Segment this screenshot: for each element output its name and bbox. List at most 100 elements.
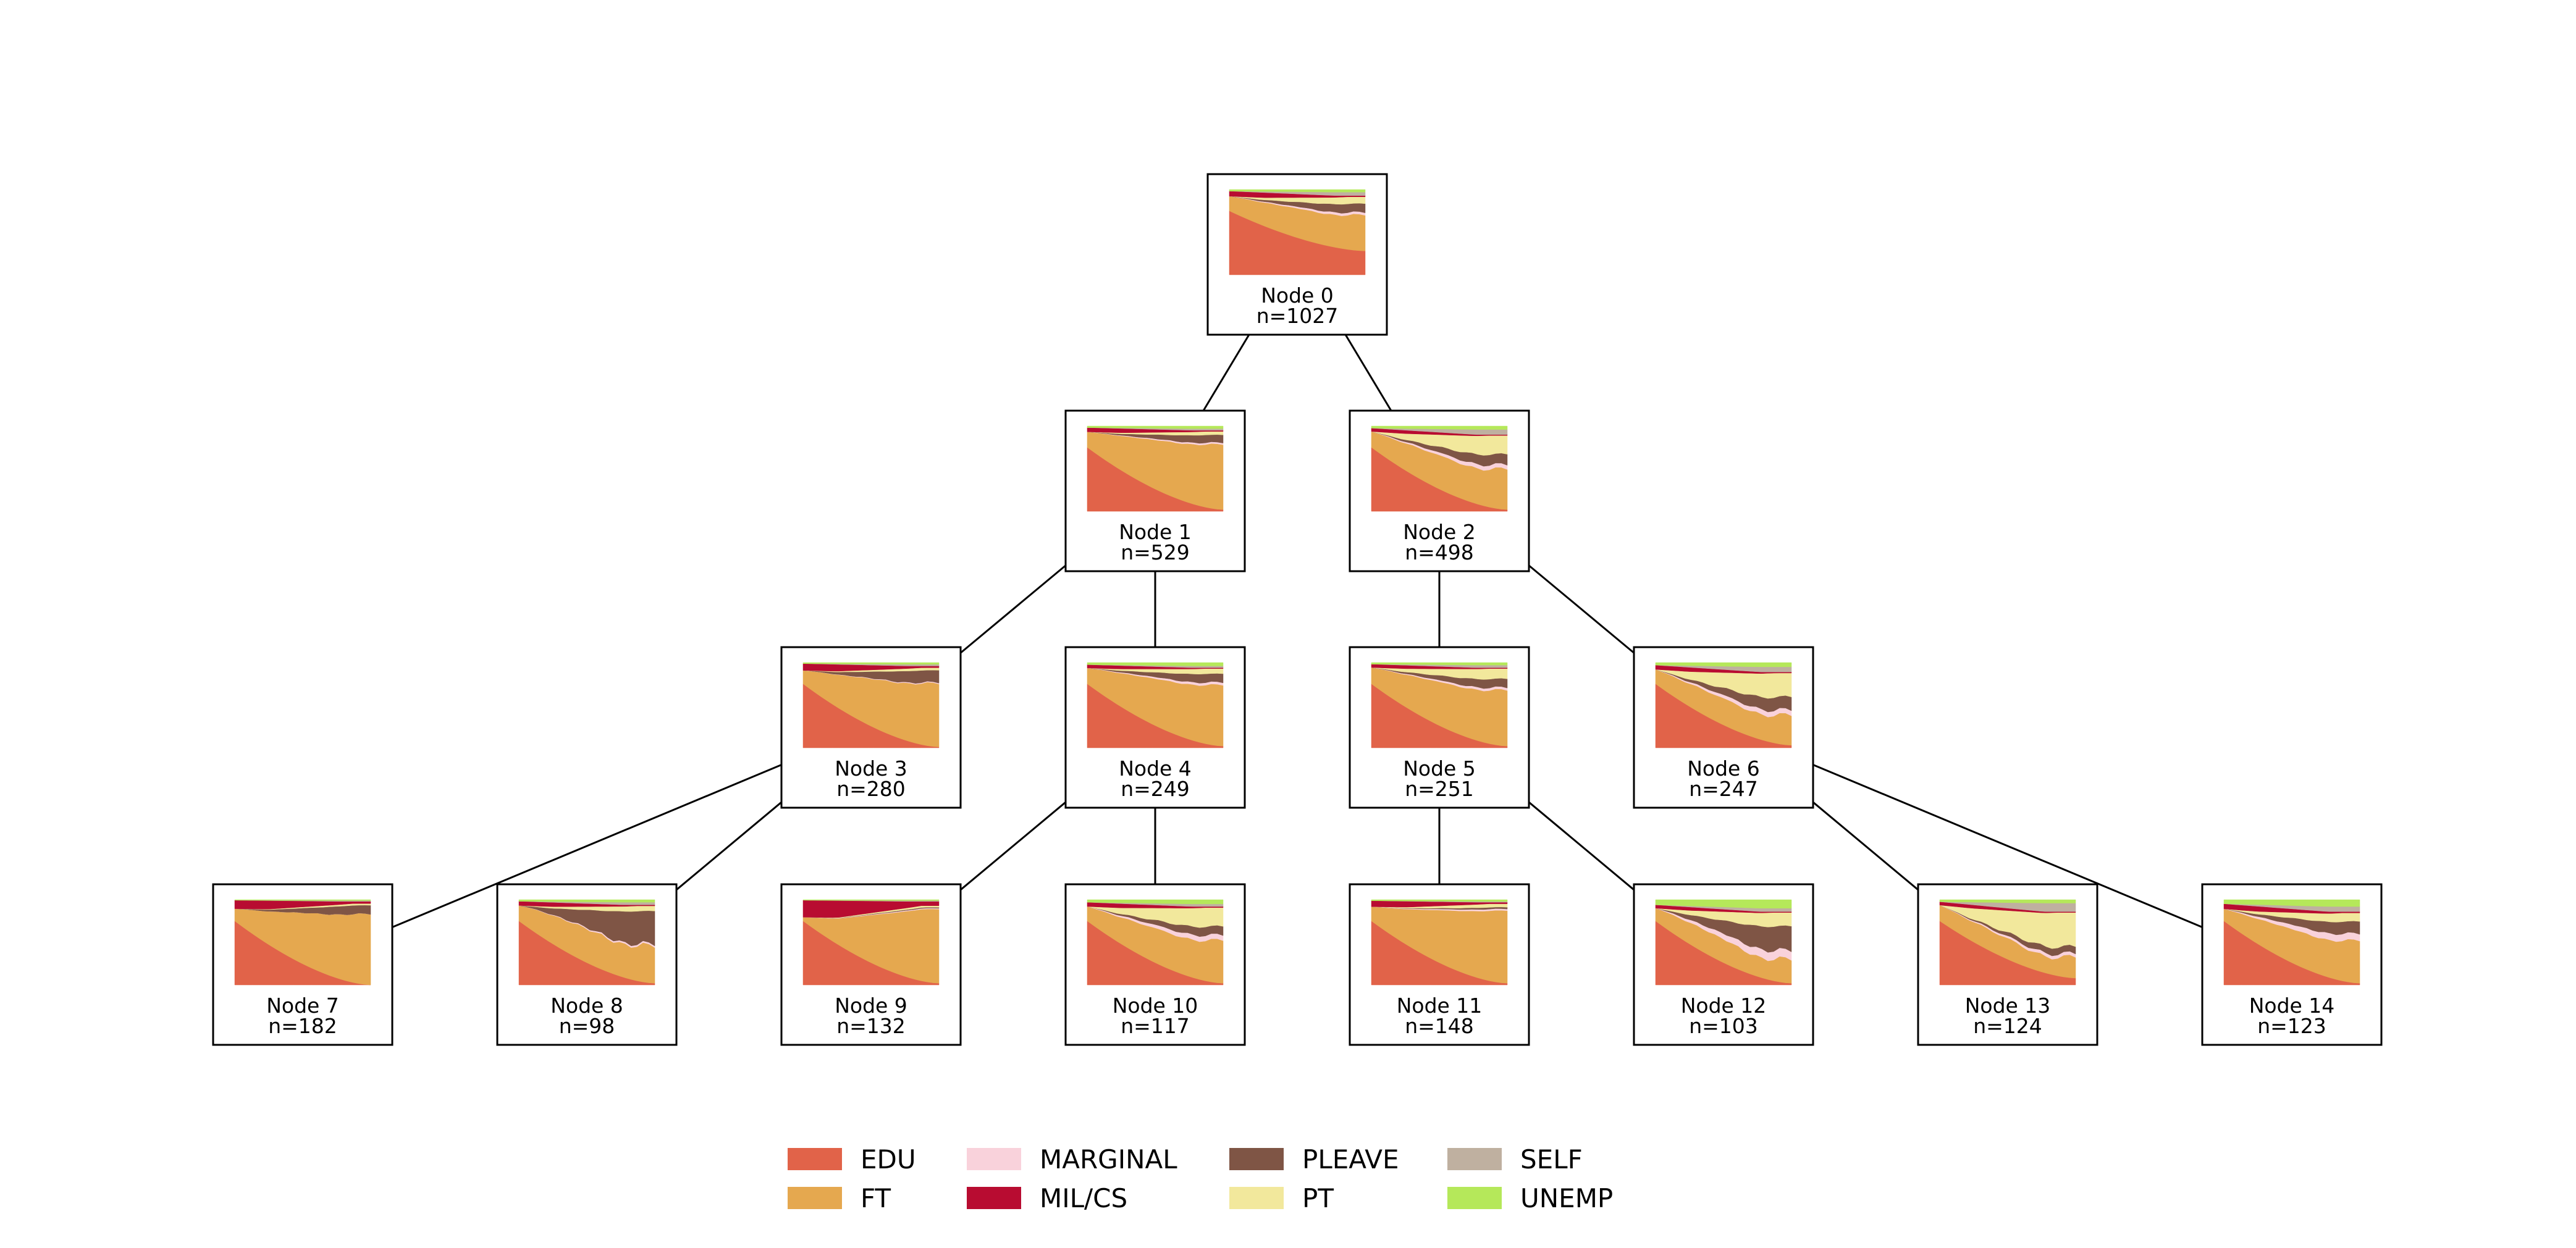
sequence-distribution-plot [518, 899, 655, 986]
node-title: Node 6 [1687, 756, 1760, 781]
sequence-distribution-plot [1087, 899, 1224, 986]
area-unemp [2223, 899, 2360, 907]
node-count: n=280 [836, 777, 906, 801]
node-title: Node 11 [1397, 994, 1483, 1018]
area-unemp [1371, 899, 1508, 902]
legend-label: SELF [1520, 1144, 1583, 1175]
area-unemp [518, 899, 655, 903]
tree-node-4: Node 4n=249 [1064, 646, 1246, 809]
tree-node-3: Node 3n=280 [780, 646, 962, 809]
tree-node-14: Node 14n=123 [2201, 883, 2383, 1046]
edge-6-14 [1812, 764, 2203, 928]
node-title: Node 5 [1403, 756, 1476, 781]
legend-item-mil-cs: MIL/CS [967, 1183, 1127, 1213]
node-count: n=132 [836, 1014, 906, 1038]
area-unemp [1371, 425, 1508, 430]
edge-2-6 [1528, 564, 1635, 654]
area-unemp [1655, 662, 1792, 668]
area-unemp [1087, 425, 1224, 429]
tree-node-1: Node 1n=529 [1064, 409, 1246, 572]
tree-node-7: Node 7n=182 [212, 883, 394, 1046]
edge-1-3 [960, 564, 1066, 654]
node-count: n=123 [2257, 1014, 2326, 1038]
edge-0-1 [1202, 334, 1250, 411]
node-count: n=247 [1689, 777, 1758, 801]
legend-label: UNEMP [1520, 1183, 1613, 1213]
node-count: n=117 [1121, 1014, 1190, 1038]
area-unemp [1655, 899, 1792, 909]
tree-node-2: Node 2n=498 [1349, 409, 1530, 572]
area-unemp [1371, 662, 1508, 666]
area-unemp [802, 662, 940, 665]
legend-label: FT [861, 1183, 891, 1213]
sequence-distribution-plot [1371, 425, 1508, 512]
sequence-distribution-plot [1371, 899, 1508, 986]
legend-swatch [1447, 1187, 1502, 1209]
node-count: n=103 [1689, 1014, 1758, 1038]
node-title: Node 7 [266, 994, 339, 1018]
sequence-distribution-plot [1371, 662, 1508, 748]
legend: EDU FT MARGINAL MIL/CS PLEAVE PT SELF UNEMP [788, 1144, 1613, 1213]
sequence-distribution-plot [802, 899, 940, 986]
node-count: n=249 [1121, 777, 1190, 801]
legend-item-unemp: UNEMP [1447, 1183, 1613, 1213]
node-count: n=251 [1405, 777, 1474, 801]
edge-6-13 [1812, 801, 1919, 891]
tree-node-11: Node 11n=148 [1349, 883, 1530, 1046]
sequence-distribution-plot [234, 899, 371, 986]
legend-label: PT [1302, 1183, 1334, 1213]
sequence-distribution-plot [1087, 662, 1224, 748]
sequence-distribution-plot [2223, 899, 2360, 986]
tree-node-13: Node 13n=124 [1917, 883, 2098, 1046]
legend-item-ft: FT [788, 1183, 891, 1213]
legend-swatch [788, 1187, 842, 1209]
legend-swatch [1229, 1148, 1284, 1170]
tree-node-8: Node 8n=98 [496, 883, 678, 1046]
node-count: n=182 [268, 1014, 337, 1038]
tree-edges [392, 334, 2203, 928]
edge-4-9 [960, 801, 1066, 891]
node-title: Node 10 [1113, 994, 1198, 1018]
legend-label: MARGINAL [1040, 1144, 1177, 1175]
edge-5-12 [1528, 801, 1635, 891]
node-count: n=98 [559, 1014, 615, 1038]
legend-label: MIL/CS [1040, 1183, 1127, 1213]
node-title: Node 12 [1681, 994, 1767, 1018]
sequence-distribution-plot [802, 662, 940, 748]
legend-item-edu: EDU [788, 1144, 916, 1175]
node-count: n=148 [1405, 1014, 1474, 1038]
node-title: Node 8 [550, 994, 623, 1018]
node-count: n=529 [1121, 540, 1190, 564]
node-title: Node 13 [1965, 994, 2051, 1018]
edge-0-2 [1344, 334, 1392, 411]
legend-swatch [788, 1148, 842, 1170]
area-unemp [1939, 899, 2076, 903]
node-title: Node 9 [835, 994, 907, 1018]
tree-node-10: Node 10n=117 [1064, 883, 1246, 1046]
sequence-distribution-plot [1655, 662, 1792, 748]
node-count: n=1027 [1256, 304, 1339, 328]
node-title: Node 0 [1261, 283, 1334, 308]
legend-item-self: SELF [1447, 1144, 1583, 1175]
legend-label: PLEAVE [1302, 1144, 1399, 1175]
sequence-distribution-plot [1229, 189, 1366, 275]
area-unemp [1087, 899, 1224, 905]
tree-node-12: Node 12n=103 [1633, 883, 1814, 1046]
legend-swatch [967, 1187, 1021, 1209]
legend-label: EDU [861, 1144, 916, 1175]
tree-node-0: Node 0n=1027 [1206, 173, 1388, 336]
node-count: n=124 [1973, 1014, 2042, 1038]
edge-3-7 [392, 764, 782, 928]
legend-swatch [967, 1148, 1021, 1170]
legend-swatch [1447, 1148, 1502, 1170]
tree-node-5: Node 5n=251 [1349, 646, 1530, 809]
tree-node-9: Node 9n=132 [780, 883, 962, 1046]
node-count: n=498 [1405, 540, 1474, 564]
legend-item-pt: PT [1229, 1183, 1334, 1213]
node-title: Node 3 [835, 756, 907, 781]
edge-3-8 [676, 801, 782, 891]
area-unemp [1087, 662, 1224, 666]
sequence-distribution-plot [1655, 899, 1792, 986]
